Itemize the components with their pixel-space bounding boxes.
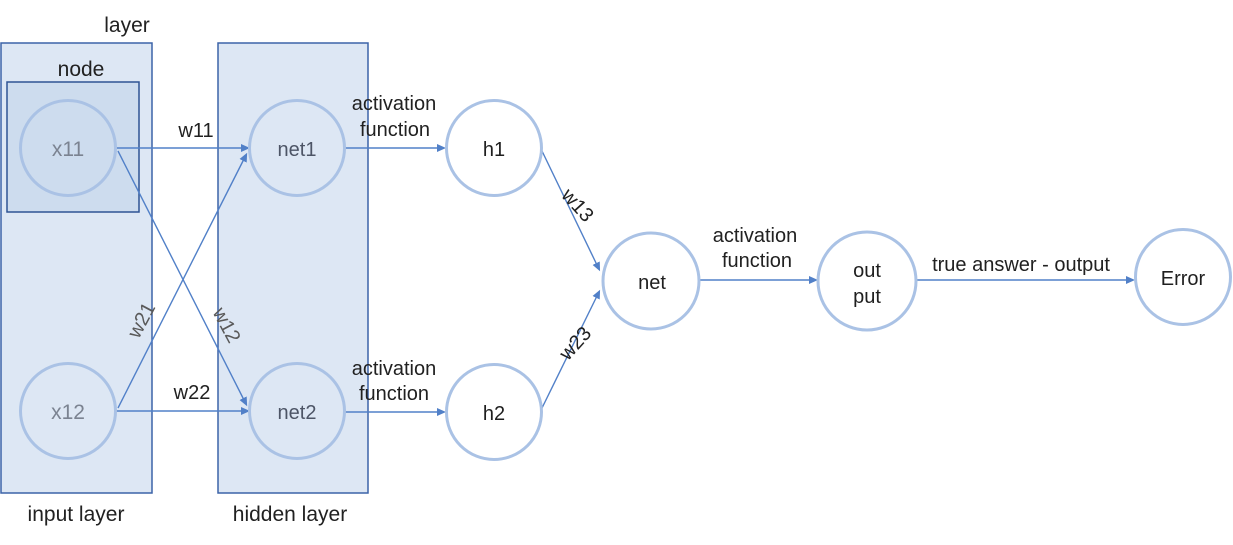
node-label: node bbox=[58, 58, 105, 81]
activation-function-label-2-line1: activation bbox=[352, 358, 437, 380]
edge-h2-net bbox=[541, 289, 601, 409]
error-label: Error bbox=[1161, 268, 1206, 290]
node-circle-net1 bbox=[248, 99, 346, 197]
w22-label: w22 bbox=[173, 382, 211, 404]
edge-x12-net1 bbox=[117, 152, 248, 409]
activation-function-label-2-line2: function bbox=[359, 383, 429, 405]
w13-label: w13 bbox=[556, 184, 598, 227]
activation-function-label-1-line2: function bbox=[360, 119, 430, 141]
node-circle-error bbox=[1134, 228, 1232, 326]
edge-x11-net2 bbox=[117, 150, 248, 407]
x12-label: x12 bbox=[51, 401, 85, 424]
h2-label: h2 bbox=[483, 403, 505, 425]
node-circle-h1 bbox=[445, 99, 543, 197]
node-circle-output bbox=[816, 230, 918, 332]
w11-label: w11 bbox=[177, 120, 213, 142]
activation-function-label-3-line2: function bbox=[722, 250, 792, 272]
hidden-layer-box bbox=[217, 42, 369, 494]
net1-label: net1 bbox=[278, 139, 317, 161]
net2-label: net2 bbox=[278, 402, 317, 424]
h1-label: h1 bbox=[483, 139, 505, 161]
true-answer-output-label: true answer - output bbox=[932, 254, 1110, 276]
activation-function-label-1-line1: activation bbox=[352, 93, 437, 115]
node-box bbox=[6, 81, 140, 213]
input-layer-label: input layer bbox=[28, 503, 125, 526]
node-circle-h2 bbox=[445, 363, 543, 461]
w23-label: w23 bbox=[555, 323, 597, 366]
node-circle-net2 bbox=[248, 362, 346, 460]
output-label-line1: out bbox=[853, 260, 881, 282]
output-label-line2: put bbox=[853, 286, 881, 308]
edge-h1-net bbox=[541, 150, 601, 272]
activation-function-label-3-line1: activation bbox=[713, 225, 798, 247]
x11-label: x11 bbox=[52, 138, 84, 161]
net-label: net bbox=[638, 272, 666, 294]
node-circle-net bbox=[601, 231, 701, 331]
hidden-layer-label: hidden layer bbox=[233, 503, 347, 526]
node-circle-x11 bbox=[19, 99, 117, 197]
node-circle-x12 bbox=[19, 362, 117, 460]
layer-label: layer bbox=[104, 14, 150, 37]
